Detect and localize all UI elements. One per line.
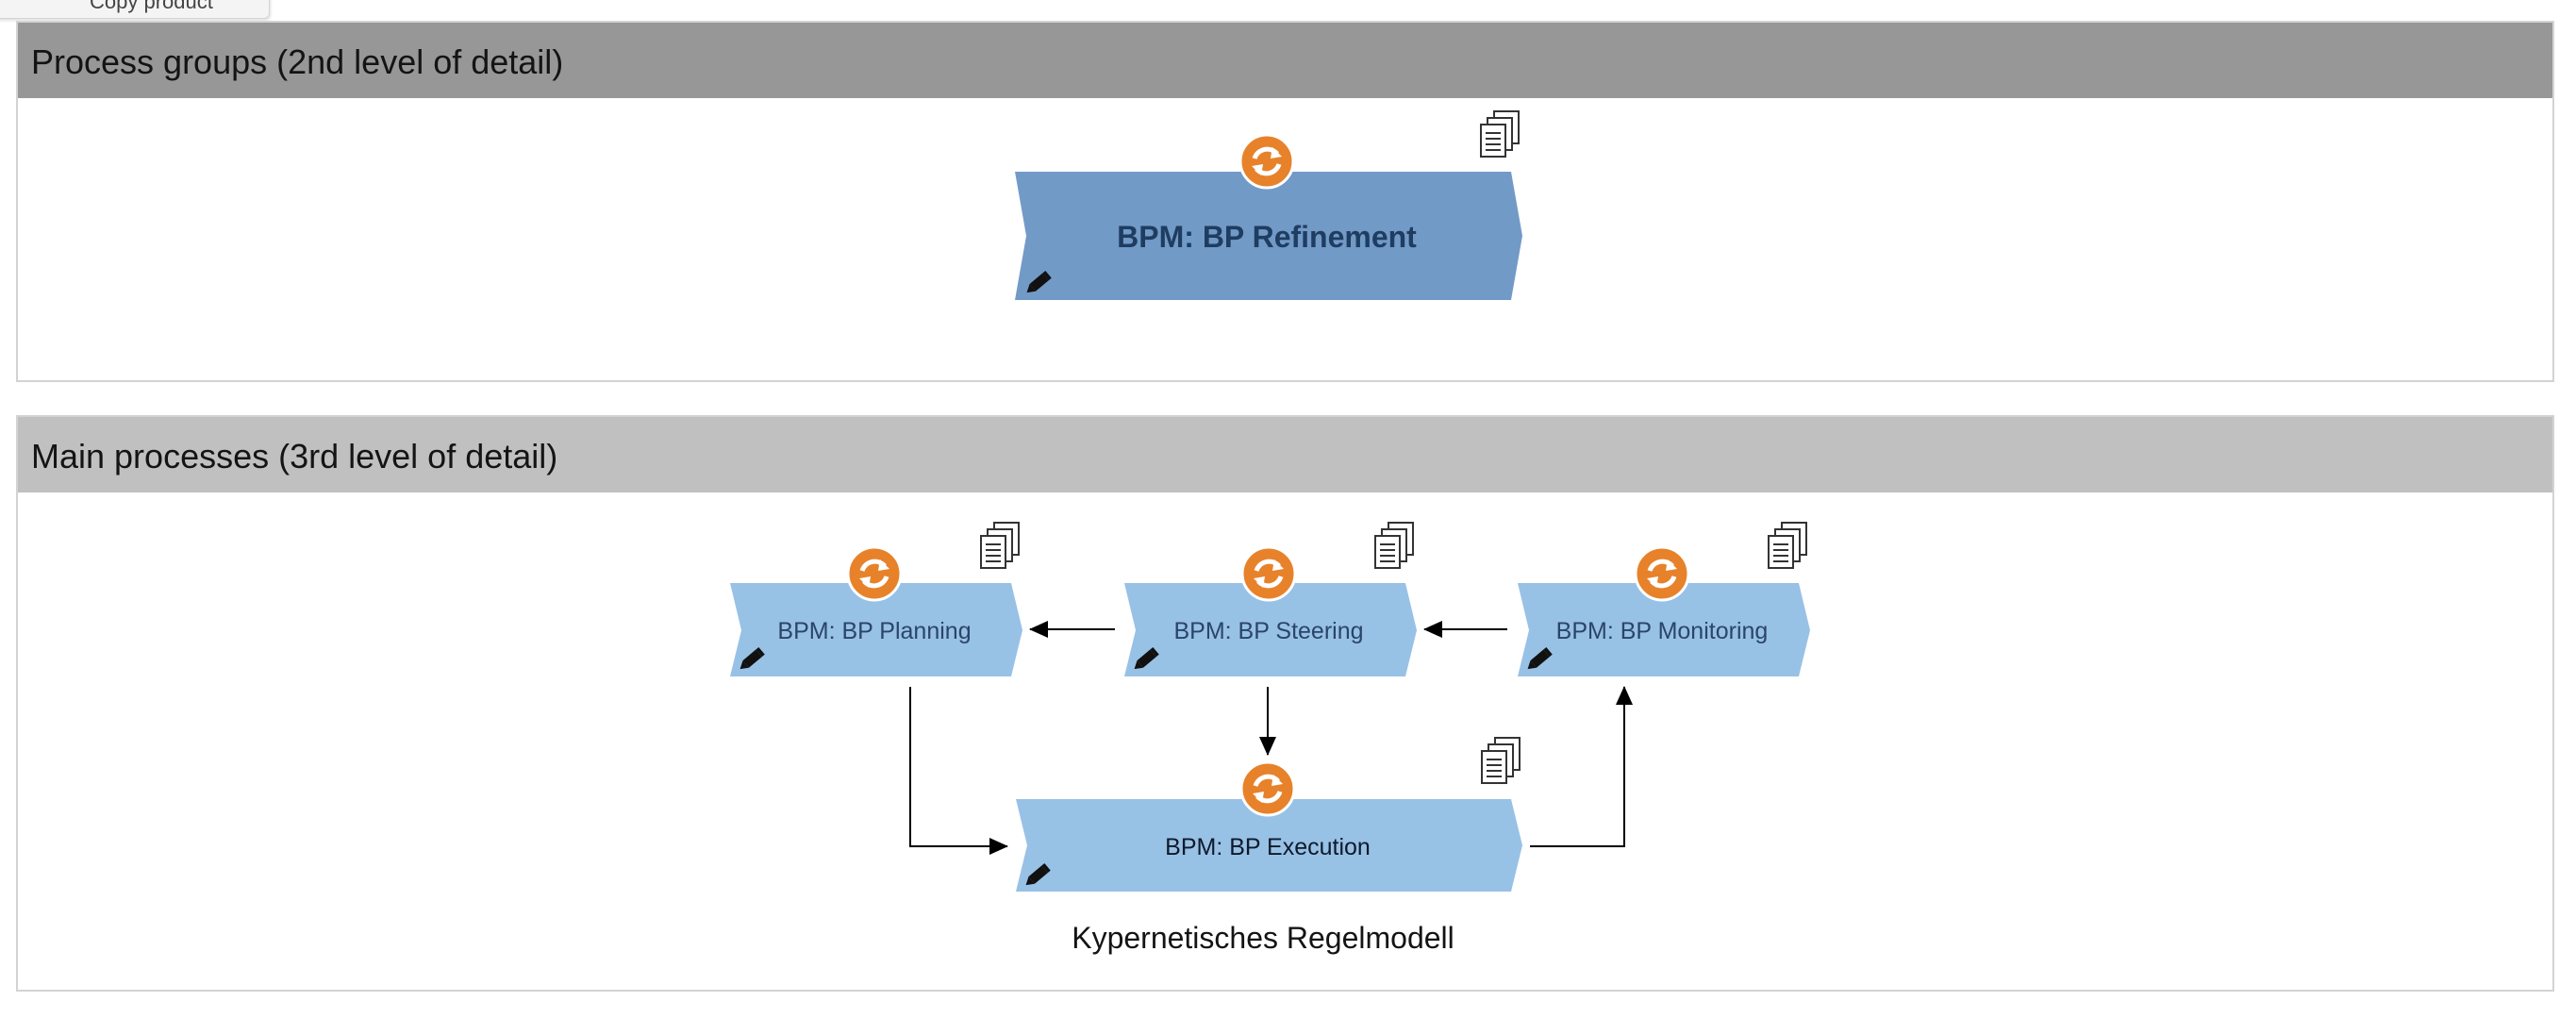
process-bp-monitoring[interactable]: BPM: BP Monitoring [1518, 522, 1810, 676]
process-bp-steering[interactable]: BPM: BP Steering [1124, 522, 1417, 676]
process-bp-refinement[interactable]: BPM: BP Refinement [1015, 110, 1522, 300]
process-bp-planning[interactable]: BPM: BP Planning [730, 522, 1022, 676]
main-processes-title: Main processes (3rd level of detail) [31, 437, 558, 476]
sync-icon[interactable] [1240, 545, 1297, 602]
bp-planning-label: BPM: BP Planning [777, 618, 971, 644]
bp-execution-label: BPM: BP Execution [1165, 834, 1371, 860]
copy-product-label: Copy product [90, 0, 213, 13]
documents-icon[interactable] [1480, 110, 1520, 158]
sync-icon[interactable] [1239, 760, 1296, 817]
diagram-caption: Kypernetisches Regelmodell [1072, 921, 1454, 955]
main-processes-section: Main processes (3rd level of detail) [16, 415, 2554, 992]
sync-icon[interactable] [1238, 133, 1295, 190]
main-processes-header: Main processes (3rd level of detail) [18, 417, 2552, 492]
process-bp-execution[interactable]: BPM: BP Execution [1016, 737, 1522, 892]
process-groups-title: Process groups (2nd level of detail) [31, 42, 564, 81]
bp-monitoring-label: BPM: BP Monitoring [1556, 618, 1769, 644]
documents-icon[interactable] [1481, 737, 1521, 784]
documents-icon[interactable] [980, 522, 1020, 569]
sync-icon[interactable] [846, 545, 903, 602]
documents-icon[interactable] [1374, 522, 1414, 569]
documents-icon[interactable] [1768, 522, 1807, 569]
arrow-planning-to-execution [909, 687, 1008, 855]
process-groups-header: Process groups (2nd level of detail) [18, 23, 2552, 98]
arrow-execution-to-monitoring [1530, 686, 1633, 847]
sync-icon[interactable] [1634, 545, 1690, 602]
copy-product-tab[interactable]: Copy product [0, 0, 270, 19]
bp-refinement-label: BPM: BP Refinement [1117, 220, 1417, 254]
bp-steering-label: BPM: BP Steering [1173, 618, 1363, 644]
